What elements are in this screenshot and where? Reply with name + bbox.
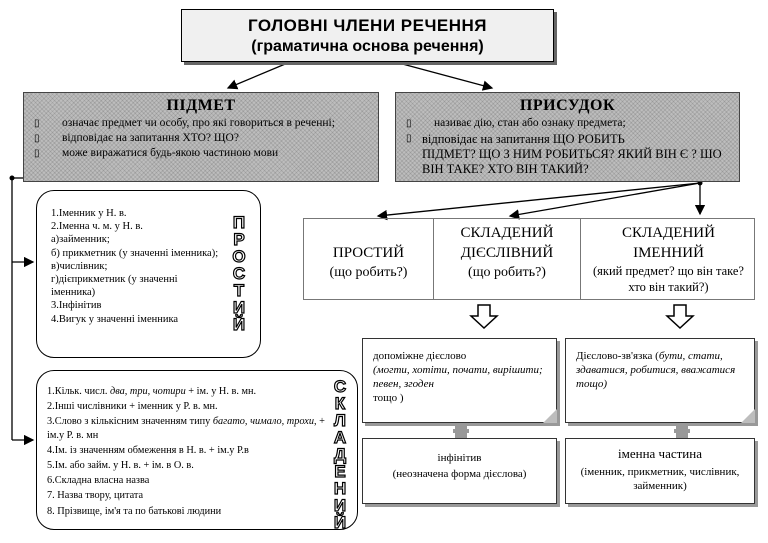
- verbal-aux-note: допоміжне дієслово(могти, хотіти, почати…: [362, 338, 557, 423]
- hollow-down-arrow-nominal: [665, 304, 695, 330]
- subject-box: ПІДМЕТ ▯означає предмет чи особу, про як…: [23, 92, 379, 182]
- square-bullet-icon: ▯: [34, 118, 40, 129]
- subject-item: ▯відповідає на запитання ХТО? ЩО?: [34, 132, 239, 144]
- arrow-to-simple: [376, 182, 701, 221]
- predicate-heading: ПРИСУДОК: [519, 97, 616, 114]
- list-item: 3.Слово з кількісним значенням типу бага…: [47, 416, 325, 441]
- list-item: 5.Ім. або займ. у Н. в. + ім. в О. в.: [47, 460, 194, 472]
- title-sub: (граматична основа речення): [251, 38, 484, 55]
- square-bullet-icon: ▯: [34, 148, 40, 159]
- type-compound-verbal: СКЛАДЕНИЙ ДІЄСЛІВНИЙ (що робить?): [434, 219, 581, 299]
- predicate-item: ▯називає дію, стан або ознаку предмета;: [406, 117, 626, 129]
- list-item: 1.Іменник у Н. в.: [51, 208, 127, 219]
- list-item: 1.Кільк. числ. два, три, чотири + ім. у …: [47, 386, 257, 397]
- hollow-down-arrow-verbal: [469, 304, 499, 330]
- arrow-to-predicate: [394, 61, 494, 91]
- connector-plus-icon: [674, 424, 690, 438]
- simple-subject-box: 1.Іменник у Н. в. 2.Іменна ч. м. у Н. в.…: [36, 190, 261, 358]
- list-item: б) прикметник (у значенні іменника);: [51, 247, 219, 259]
- page-fold-icon: [741, 409, 755, 423]
- nominal-link-note: Дієслово-зв'язка (бути, стати, здаватися…: [565, 338, 755, 423]
- title-main: ГОЛОВНІ ЧЛЕНИ РЕЧЕННЯ: [247, 16, 488, 35]
- list-item: 8. Прізвище, ім'я та по батькові людини: [47, 505, 222, 517]
- square-bullet-icon: ▯: [406, 118, 412, 129]
- subject-item: ▯може виражатися будь-якою частиною мови: [34, 147, 279, 159]
- type-compound-nominal: СКЛАДЕНИЙ ІМЕННИЙ (який предмет? що він …: [593, 225, 744, 294]
- square-bullet-icon: ▯: [34, 133, 40, 144]
- arrow-to-subject: [226, 61, 291, 90]
- verbal-infinitive-note: інфінітив (неозначена форма дієслова): [362, 438, 557, 504]
- list-item: г)дієприкметник (у значенні іменника): [51, 274, 178, 299]
- square-bullet-icon: ▯: [406, 133, 412, 144]
- predicate-types-table: ПРОСТИЙ (що робить?) СКЛАДЕНИЙ ДІЄСЛІВНИ…: [303, 218, 755, 300]
- type-simple: ПРОСТИЙ (що робить?): [304, 219, 434, 299]
- subject-heading: ПІДМЕТ: [166, 97, 236, 114]
- list-item: 4.Вигук у значенні іменника: [51, 313, 179, 325]
- list-item: а)займенник;: [51, 234, 110, 246]
- list-item: в)числівник;: [51, 260, 108, 272]
- subject-item: ▯означає предмет чи особу, про які говор…: [34, 117, 335, 129]
- list-item: 2.Іменна ч. м. у Н. в.: [51, 221, 143, 233]
- title-box: ГОЛОВНІ ЧЛЕНИ РЕЧЕННЯ (граматична основа…: [181, 9, 554, 62]
- list-item: 3.Інфінітив: [51, 300, 102, 312]
- predicate-box: ПРИСУДОК ▯називає дію, стан або ознаку п…: [395, 92, 740, 182]
- list-item: 2.Інші числівники + іменник у Р. в. мн.: [47, 401, 218, 413]
- nominal-part-note: іменна частина (іменник, прикметник, чис…: [565, 438, 755, 504]
- list-item: 7. Назва твору, цитата: [47, 490, 144, 502]
- connector-plus-icon: [453, 424, 469, 438]
- arrow-to-verbal: [508, 182, 701, 220]
- page-fold-icon: [543, 409, 557, 423]
- list-item: 6.Складна власна назва: [47, 475, 150, 487]
- list-item: 4.Ім. із значенням обмеження в Н. в. + і…: [47, 444, 249, 456]
- compound-subject-box: 1.Кільк. числ. два, три, чотири + ім. у …: [36, 370, 358, 530]
